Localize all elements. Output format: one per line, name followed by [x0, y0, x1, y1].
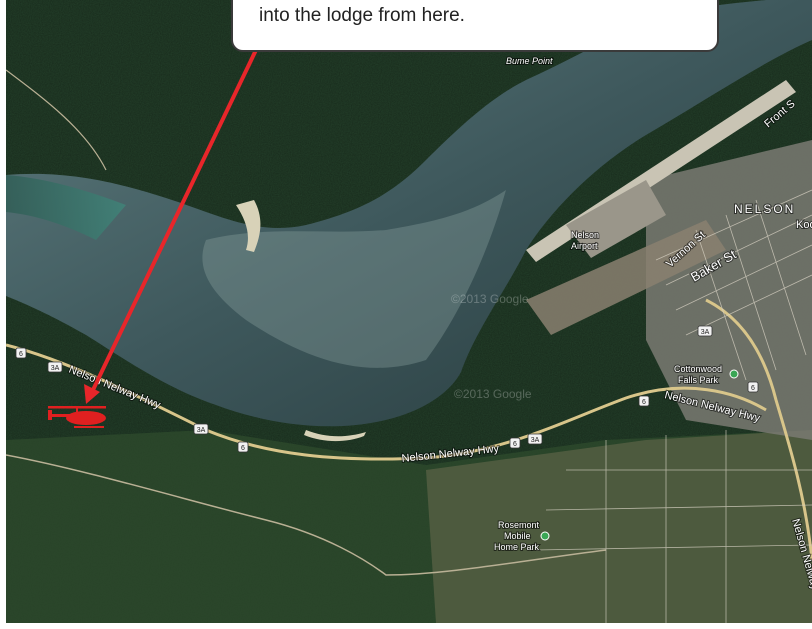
label-rosemont-1: Rosemont — [498, 520, 540, 530]
street-grid — [535, 189, 812, 623]
label-cottonwood-2: Falls Park — [678, 375, 719, 385]
shield-3a-c: 3A — [527, 433, 543, 445]
shield-3a-b: 3A — [193, 423, 209, 435]
helicopter-icon — [48, 406, 106, 428]
shield-6-a: 6 — [15, 347, 27, 359]
shore-sand — [236, 200, 261, 252]
shield-3a-d: 3A — [697, 325, 713, 337]
svg-text:6: 6 — [513, 441, 517, 448]
map-watermark-1: ©2013 Google — [451, 292, 529, 306]
residential-area — [426, 430, 812, 623]
town-area — [646, 140, 812, 440]
label-nelson: NELSON — [734, 202, 795, 216]
lake-haze — [202, 190, 507, 368]
svg-text:3A: 3A — [51, 365, 60, 372]
label-kootenay: Koo — [796, 219, 812, 231]
label-rosemont-2: Mobile — [504, 531, 531, 541]
svg-text:6: 6 — [642, 399, 646, 406]
rosemont-park-icon — [540, 531, 550, 541]
airport-apron — [566, 180, 666, 258]
label-cottonwood-1: Cottonwood — [674, 364, 722, 374]
shield-6-d: 6 — [638, 395, 650, 407]
local-road-north — [6, 69, 107, 171]
svg-text:6: 6 — [751, 385, 755, 392]
svg-text:3A: 3A — [701, 329, 710, 336]
highway-3a-6 — [6, 343, 767, 461]
callout-box: into the lodge from here. — [231, 0, 719, 52]
satellite-map[interactable]: Bume Point Front S NELSON Koo Nelson Air… — [6, 0, 812, 623]
shield-6-e: 6 — [747, 381, 759, 393]
park-icon — [729, 369, 739, 379]
svg-text:6: 6 — [241, 445, 245, 452]
highway-east — [705, 298, 812, 561]
shallows — [6, 175, 126, 240]
label-airport-2: Airport — [571, 241, 598, 251]
label-rosemont-3: Home Park — [494, 542, 540, 552]
shield-3a-a: 3A — [47, 361, 63, 373]
shield-6-b: 6 — [237, 441, 249, 453]
shore-sand-south — [304, 430, 366, 442]
local-road-south — [6, 454, 607, 576]
map-watermark-2: ©2013 Google — [454, 387, 532, 401]
callout-text: into the lodge from here. — [259, 5, 465, 26]
label-bume-point: Bume Point — [506, 56, 553, 66]
kootenay-lake — [6, 0, 812, 427]
svg-text:6: 6 — [19, 351, 23, 358]
red-arrow-icon — [84, 49, 258, 404]
label-airport-1: Nelson — [571, 230, 599, 240]
svg-text:3A: 3A — [197, 427, 206, 434]
shield-6-c: 6 — [509, 437, 521, 449]
svg-text:3A: 3A — [531, 437, 540, 444]
rail-yard — [526, 220, 726, 335]
